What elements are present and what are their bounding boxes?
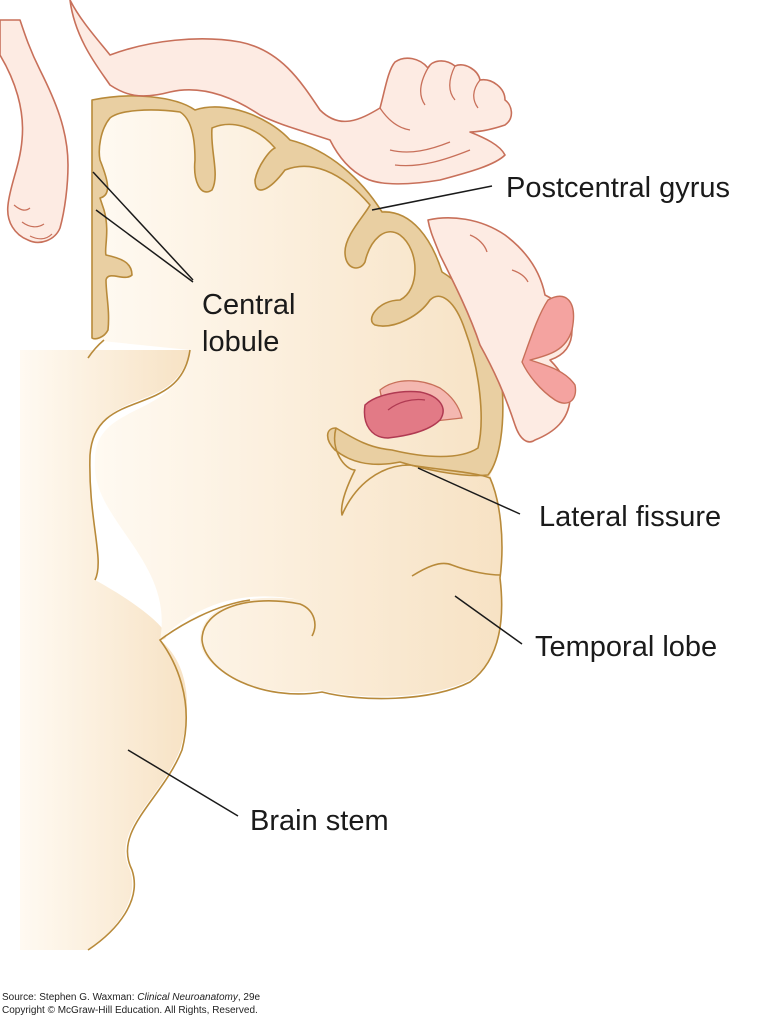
label-central-lobule-line1: Central <box>202 289 296 321</box>
arm-and-hand-drawing <box>69 0 513 185</box>
lips-drawing <box>521 295 577 404</box>
toe-lines <box>13 204 53 240</box>
temporal-sulcus <box>411 562 501 577</box>
tongue-drawing <box>363 390 444 439</box>
leader-central-lobule-b <box>95 209 194 283</box>
source-prefix: Source: Stephen G. Waxman: <box>2 992 138 1003</box>
leader-lateral-fissure <box>417 467 521 515</box>
brain-stem-shape <box>20 350 190 950</box>
label-postcentral-gyrus: Postcentral gyrus <box>506 172 731 204</box>
source-book-title: Clinical Neuroanatomy <box>137 992 238 1003</box>
leader-lines <box>92 171 523 817</box>
hand-finger-lines <box>379 65 481 167</box>
label-central-lobule-line2: lobule <box>202 326 280 358</box>
face-features <box>469 234 529 283</box>
medial-outline <box>87 339 251 951</box>
copyright-line: Copyright © McGraw-Hill Education. All R… <box>2 1005 258 1016</box>
leader-brain-stem <box>127 749 239 817</box>
label-temporal-lobe: Temporal lobe <box>535 631 718 663</box>
leader-central-lobule-a <box>92 171 194 281</box>
source-edition: , 29e <box>237 992 261 1003</box>
brain-section-fill <box>92 95 502 697</box>
temporal-lobe-shape <box>201 427 503 700</box>
tongue-groove <box>387 398 426 411</box>
leg-and-foot-drawing <box>0 19 69 244</box>
label-lateral-fissure: Lateral fissure <box>539 501 722 533</box>
leader-postcentral-gyrus <box>371 185 493 211</box>
label-brain-stem: Brain stem <box>250 805 389 837</box>
source-line: Source: Stephen G. Waxman: Clinical Neur… <box>2 992 260 1004</box>
leader-temporal-lobe <box>454 595 523 645</box>
